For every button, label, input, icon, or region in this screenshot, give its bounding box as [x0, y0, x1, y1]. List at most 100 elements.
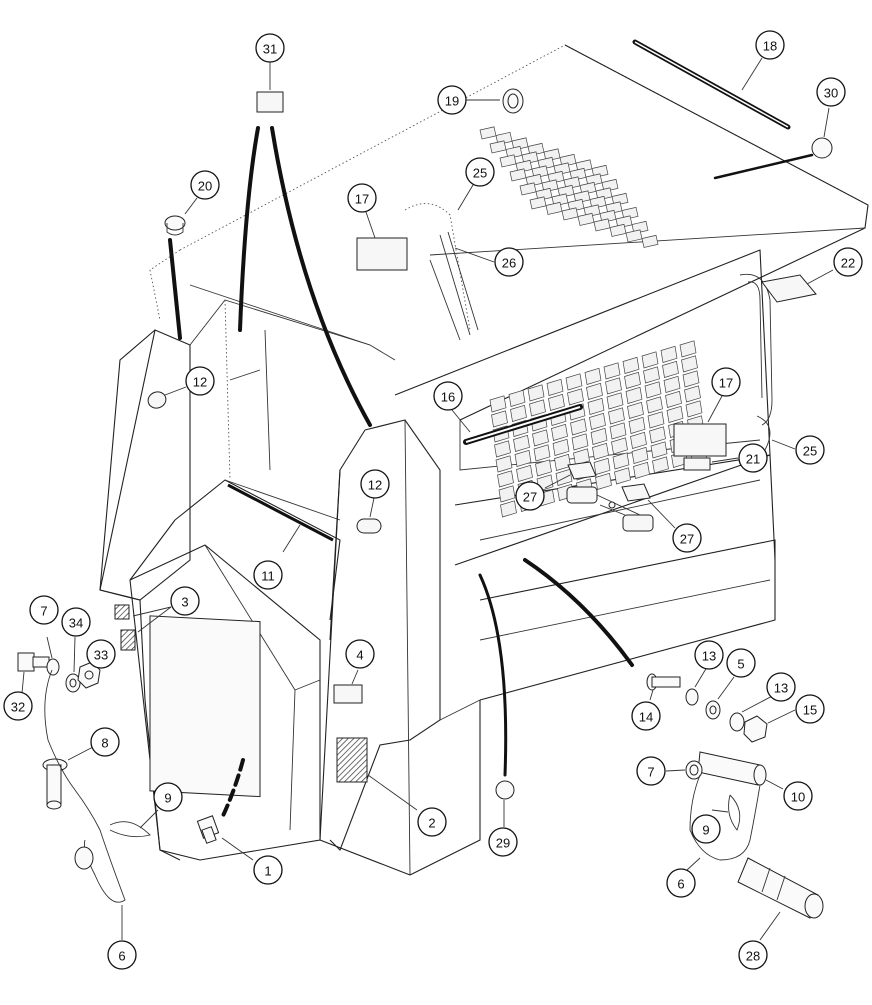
- callout-circle: [795, 435, 825, 465]
- callout-circle: [345, 639, 375, 669]
- part-31-decal: [256, 91, 284, 113]
- callout-12: 12: [360, 469, 390, 499]
- part-13-washer-a: [685, 688, 699, 706]
- vent-slot: [649, 426, 666, 444]
- hood-vent-grid: [489, 340, 707, 518]
- vent-slot: [587, 397, 605, 415]
- callout-2: 2: [417, 807, 447, 837]
- vent-slot: [609, 223, 627, 237]
- vent-slot: [593, 218, 611, 232]
- vent-slot: [491, 410, 508, 428]
- callout-16: 16: [433, 381, 463, 411]
- vent-slot: [612, 452, 630, 470]
- vent-slot: [665, 390, 682, 408]
- callout-circle: [816, 77, 846, 107]
- callout-circle: [255, 33, 285, 63]
- vent-slot: [567, 388, 584, 406]
- callout-circle: [360, 469, 390, 499]
- vent-slot: [608, 407, 625, 425]
- vent-slot: [584, 367, 602, 385]
- part-17-decal-hood: [673, 423, 727, 457]
- part-25-cable-roof: [404, 203, 471, 331]
- callout-number: 32: [11, 700, 25, 715]
- callout-number: 2: [428, 816, 435, 831]
- part-17-decal-roof: [356, 237, 408, 271]
- vent-slot: [633, 461, 650, 479]
- part-30-plug: [811, 137, 833, 159]
- part-10-pin: [697, 751, 767, 786]
- vent-slot: [577, 212, 595, 226]
- vent-slot: [614, 467, 631, 485]
- vent-slot: [500, 500, 517, 518]
- callout-9: 9: [691, 814, 721, 844]
- part-21-decal: [683, 457, 711, 471]
- vent-slot: [685, 400, 703, 418]
- callout-27: 27: [672, 523, 702, 553]
- vent-slot: [489, 395, 507, 413]
- vent-slot: [571, 433, 589, 451]
- callout-circle: [738, 940, 768, 970]
- vent-slot: [497, 470, 514, 488]
- callout-circle: [433, 381, 463, 411]
- vent-slot: [551, 423, 568, 441]
- vent-slot: [631, 446, 649, 464]
- callout-circle: [636, 756, 666, 786]
- part-28-sleeve: [737, 857, 824, 919]
- callout-20: 20: [190, 170, 220, 200]
- vent-slot: [529, 196, 547, 210]
- callout-1: 1: [253, 855, 283, 885]
- callout-9: 9: [153, 782, 183, 812]
- vent-slot: [660, 345, 678, 363]
- vent-slot: [532, 429, 549, 447]
- part-7-washer-left: [46, 658, 60, 676]
- callout-number: 13: [774, 681, 788, 696]
- vent-slot: [622, 356, 640, 374]
- vent-slot: [554, 453, 571, 471]
- vent-slot: [529, 399, 546, 417]
- callout-number: 17: [355, 192, 369, 207]
- callout-circle: [795, 694, 825, 724]
- vent-slot: [681, 355, 698, 373]
- vent-slot: [495, 455, 513, 473]
- callout-25: 25: [795, 435, 825, 465]
- vent-slot: [679, 340, 697, 358]
- part-9-clip-left: [109, 821, 151, 838]
- callout-number: 20: [198, 179, 212, 194]
- vent-slot: [546, 378, 564, 396]
- callout-circle: [755, 30, 785, 60]
- machine-body: [99, 44, 869, 876]
- callout-13: 13: [694, 640, 724, 670]
- callout-25: 25: [465, 157, 495, 187]
- part-6-lanyard-left: [44, 669, 126, 903]
- part-15-nut: [743, 715, 768, 743]
- callout-circle: [515, 481, 545, 511]
- vent-slot: [611, 437, 628, 455]
- callout-circle: [738, 443, 768, 473]
- callout-6: 6: [666, 868, 696, 898]
- callout-circle: [253, 855, 283, 885]
- vent-slot: [606, 392, 624, 410]
- vent-slot: [498, 485, 516, 503]
- vent-slot: [643, 366, 660, 384]
- callout-32: 32: [3, 691, 33, 721]
- callout-circle: [90, 727, 120, 757]
- callout-26: 26: [494, 247, 524, 277]
- callout-number: 29: [496, 836, 510, 851]
- callout-number: 22: [841, 256, 855, 271]
- part-11-strip: [227, 483, 334, 542]
- vent-slot: [548, 393, 565, 411]
- vent-slot: [573, 448, 590, 466]
- vent-slot: [684, 385, 701, 403]
- part-32-bolt: [17, 652, 50, 672]
- callout-circle: [783, 781, 813, 811]
- callout-14: 14: [631, 701, 661, 731]
- part-2-reflector: [336, 737, 368, 783]
- callout-number: 6: [118, 949, 125, 964]
- callout-circle: [29, 595, 59, 625]
- callout-circle: [488, 827, 518, 857]
- callout-number: 33: [94, 648, 108, 663]
- vent-slot: [644, 381, 662, 399]
- vent-slot: [514, 449, 532, 467]
